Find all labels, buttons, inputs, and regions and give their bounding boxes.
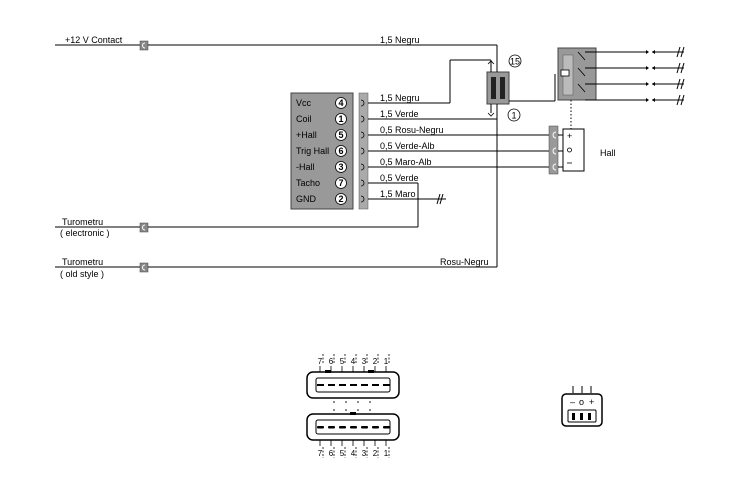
module-pin-label: GND	[296, 194, 317, 204]
ground-symbol	[430, 193, 446, 205]
tach-old-sublabel: ( old style )	[60, 269, 104, 279]
module-pin-number: 7	[338, 178, 343, 188]
contact-wire-label: 1,5 Negru	[380, 35, 420, 45]
conn7-top-number: 4	[351, 357, 356, 366]
module-pin-number: 5	[338, 130, 343, 140]
module-pin-number: 1	[338, 114, 343, 124]
coil-terminal-15: 15	[510, 57, 520, 67]
conn7-bottom-number: 6	[329, 449, 334, 458]
conn7-top-number: 3	[362, 357, 367, 366]
module-wire-label: 0,5 Rosu-Negru	[380, 125, 444, 135]
module-pin-label: -Hall	[296, 162, 315, 172]
conn3-label-o: o	[579, 397, 584, 407]
plug-ground-icon	[676, 46, 681, 58]
module-row: Coil 1 1,5 Verde	[296, 109, 497, 125]
module-pin-label: Tacho	[296, 178, 320, 188]
plug-arrow-icon	[646, 98, 649, 102]
conn7-bottom-number: 4	[351, 449, 356, 458]
module-row: Trig Hall 6 0,5 Verde-Alb	[296, 141, 555, 157]
tach-electronic-sublabel: ( electronic )	[60, 228, 110, 238]
tach-old-wire-label: Rosu-Negru	[440, 257, 489, 267]
module-pin-label: Vcc	[296, 98, 312, 108]
module-wire-label: 0,5 Verde	[380, 173, 419, 183]
module-pin-number: 3	[338, 162, 343, 172]
module-row: Vcc 4 1,5 Negru	[296, 93, 450, 109]
conn3-label-minus: –	[570, 397, 575, 407]
conn7-bottom-number: 1	[384, 449, 389, 458]
conn7-bottom-number: 7	[318, 449, 323, 458]
plug-arrow-icon	[646, 66, 649, 70]
plug-ground-icon	[676, 94, 681, 106]
module-pin-label: Trig Hall	[296, 146, 329, 156]
contact-label: +12 V Contact	[65, 35, 123, 45]
module-pin-number: 2	[338, 194, 343, 204]
conn7-top-number: 5	[340, 357, 345, 366]
module-wire-label: 1,5 Negru	[380, 93, 420, 103]
distributor	[557, 46, 685, 130]
conn3-label-plus: +	[589, 397, 594, 407]
module-wire-label: 1,5 Verde	[380, 109, 419, 119]
hall-connector-pin	[552, 163, 557, 171]
hall-connector-pin	[552, 147, 557, 155]
tach-electronic-label: Turometru	[62, 217, 103, 227]
conn7-top-number: 1	[384, 357, 389, 366]
plug-ground-icon	[676, 78, 681, 90]
coil-terminal-1: 1	[511, 111, 516, 121]
plug-arrow-icon	[646, 50, 649, 54]
conn7-top-number: 6	[329, 357, 334, 366]
module-wire-label: 0,5 Verde-Alb	[380, 141, 435, 151]
conn7-bottom-number: 3	[362, 449, 367, 458]
tach-old-label: Turometru	[62, 257, 103, 267]
hall-sensor: + Hall	[548, 125, 616, 175]
module-row: GND 2 1,5 Maro	[296, 189, 440, 205]
module-pin-number: 4	[338, 98, 343, 108]
module-row: -Hall 3 0,5 Maro-Alb	[296, 157, 555, 173]
module-wire-label: 0,5 Maro-Alb	[380, 157, 432, 167]
input-tach-electronic: Turometru ( electronic )	[55, 217, 149, 238]
ignition-coil: 15 1	[486, 54, 556, 122]
module-pin-number: 6	[338, 146, 343, 156]
module-wire-label: 1,5 Maro	[380, 189, 416, 199]
conn7-top-number: 7	[318, 357, 323, 366]
module-pin-label: Coil	[296, 114, 312, 124]
plug-ground-icon	[676, 62, 681, 74]
connector-3pin-diagram: – o +	[561, 386, 603, 427]
module-row: +Hall 5 0,5 Rosu-Negru	[296, 125, 555, 141]
input-contact: +12 V Contact	[55, 35, 149, 51]
hall-label: Hall	[600, 148, 616, 158]
conn7-bottom-number: 5	[340, 449, 345, 458]
hall-pin-plus: +	[567, 131, 572, 141]
conn7-top-number: 2	[373, 357, 378, 366]
input-tach-old: Turometru ( old style )	[55, 257, 149, 279]
spark-plug-leads	[585, 46, 685, 106]
hall-connector-pin	[552, 131, 557, 139]
conn7-bottom-number: 2	[373, 449, 378, 458]
module-row: Tacho 7 0,5 Verde	[296, 173, 419, 189]
plug-arrow-icon	[646, 82, 649, 86]
module-pin-label: +Hall	[296, 130, 317, 140]
